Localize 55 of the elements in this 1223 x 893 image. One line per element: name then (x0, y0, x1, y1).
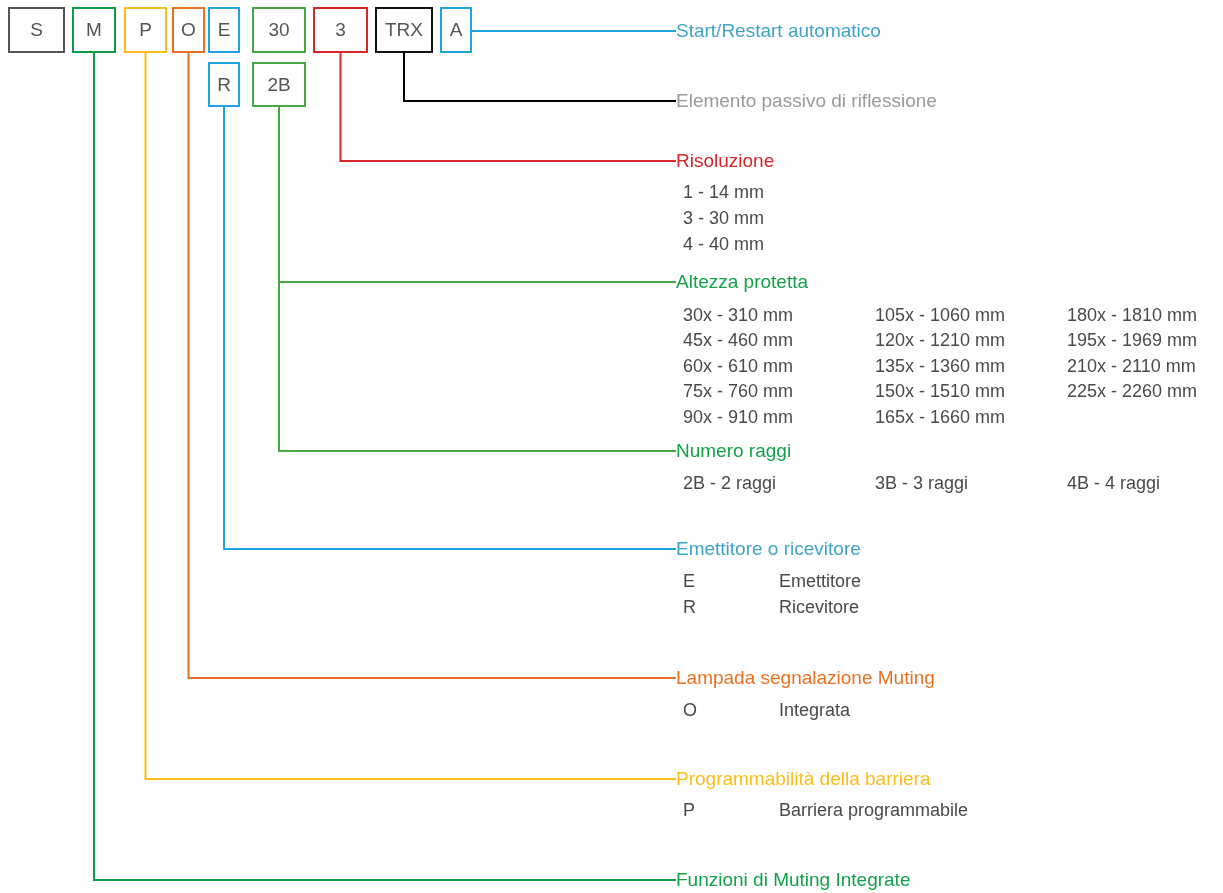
leader-line (403, 52, 677, 102)
section-heading: Risoluzione (676, 149, 775, 173)
value-text: 4 - 40 mm (683, 234, 765, 256)
value-text: 180x - 1810 mm (1067, 305, 1198, 327)
option-code: R (683, 597, 696, 619)
value-text: 4B - 4 raggi (1067, 473, 1161, 495)
value-text: 45x - 460 mm (683, 330, 794, 352)
section-heading: Programmabilità della barriera (676, 767, 931, 791)
code-box: TRX (375, 7, 433, 53)
section-heading: Emettitore o ricevitore (676, 537, 861, 561)
value-text: 135x - 1360 mm (875, 356, 1006, 378)
code-box: P (124, 7, 167, 53)
option-code: P (683, 800, 695, 822)
value-text: 30x - 310 mm (683, 305, 794, 327)
value-text: 195x - 1969 mm (1067, 330, 1198, 352)
option-description: Emettitore (779, 571, 862, 593)
value-text: 225x - 2260 mm (1067, 381, 1198, 403)
code-box: R (208, 62, 240, 107)
code-box: E (208, 7, 240, 53)
value-text: 60x - 610 mm (683, 356, 794, 378)
value-text: 210x - 2110 mm (1067, 356, 1196, 378)
value-text: 150x - 1510 mm (875, 381, 1006, 403)
code-box: 30 (252, 7, 306, 53)
option-code: O (683, 700, 697, 722)
section-heading: Elemento passivo di riflessione (676, 89, 937, 113)
leader-line (339, 52, 677, 162)
value-text: 90x - 910 mm (683, 407, 794, 429)
section-heading: Funzioni di Muting Integrate (676, 868, 911, 892)
option-code: E (683, 571, 695, 593)
leader-line (471, 30, 677, 32)
value-text: 165x - 1660 mm (875, 407, 1006, 429)
section-heading: Lampada segnalazione Muting (676, 666, 935, 690)
value-text: 2B - 2 raggi (683, 473, 777, 495)
value-text: 75x - 760 mm (683, 381, 794, 403)
code-box: 2B (252, 62, 306, 107)
option-description: Ricevitore (779, 597, 860, 619)
option-description: Barriera programmabile (779, 800, 969, 822)
section-heading: Altezza protetta (676, 270, 809, 294)
leader-line (144, 52, 677, 780)
leader-line (93, 52, 677, 881)
code-box: S (8, 7, 65, 53)
option-description: Integrata (779, 700, 851, 722)
code-box: M (72, 7, 116, 53)
code-box: 3 (313, 7, 368, 53)
value-text: 3 - 30 mm (683, 208, 765, 230)
code-box: A (440, 7, 472, 53)
value-text: 120x - 1210 mm (875, 330, 1006, 352)
section-heading: Start/Restart automatico (676, 19, 881, 43)
value-text: 105x - 1060 mm (875, 305, 1006, 327)
section-heading: Numero raggi (676, 439, 792, 463)
value-text: 3B - 3 raggi (875, 473, 969, 495)
leader-line (187, 52, 677, 679)
value-text: 1 - 14 mm (683, 182, 765, 204)
code-box: O (172, 7, 205, 53)
leader-line (223, 106, 677, 550)
